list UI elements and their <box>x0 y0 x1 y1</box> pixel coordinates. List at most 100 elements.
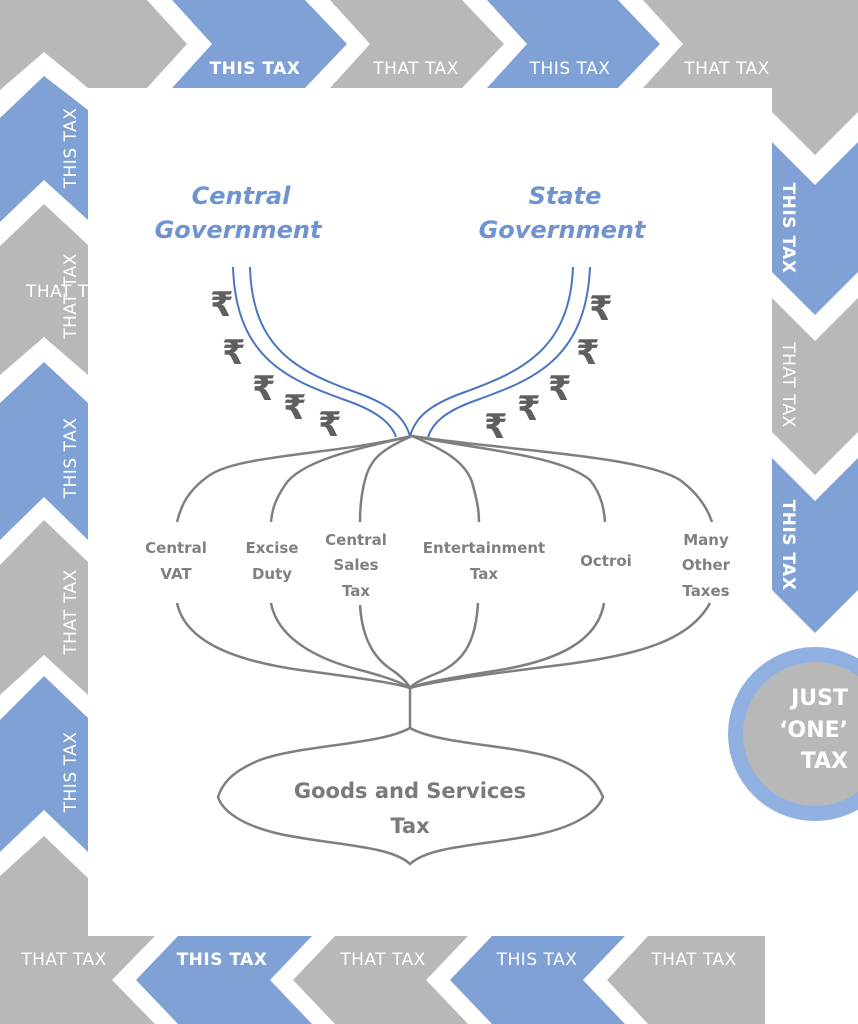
left-label-2: THIS TAX <box>61 418 81 500</box>
badge-line-2: ‘ONE’ <box>779 718 848 743</box>
left-chevron-4 <box>0 676 88 852</box>
bottom-label-1: THIS TAX <box>177 950 268 970</box>
top-label-1: THIS TAX <box>210 59 301 79</box>
tax-label-central-sales-tax: Central Sales Tax <box>325 531 387 600</box>
split-line-central-vat <box>175 434 413 523</box>
left-band: THIS TAX THAT TAX THAT T THIS TAX THAT T… <box>0 76 155 1024</box>
split-line-others <box>411 434 714 523</box>
bottom-chevron-3 <box>450 936 625 1024</box>
central-gov-line-1: Central <box>192 182 291 210</box>
state-gov-line-1: State <box>529 182 602 210</box>
left-label-4: THIS TAX <box>61 732 81 814</box>
rupee-icon: ₹ <box>318 405 342 445</box>
top-chevron-2 <box>330 0 504 88</box>
tax-split-lines <box>175 434 714 523</box>
top-chevron-0 <box>0 0 187 90</box>
bottom-label-4: THAT TAX <box>650 950 737 970</box>
left-chevron-0 <box>0 76 88 222</box>
tax-label-line: Many <box>683 531 729 549</box>
bottom-label-2: THAT TAX <box>339 950 426 970</box>
tax-label-line: Other <box>682 556 731 574</box>
central-rupee-group: ₹ ₹ ₹ ₹ ₹ <box>210 285 342 445</box>
right-chevron-1 <box>772 298 858 475</box>
top-chevron-3 <box>487 0 660 88</box>
top-label-4: THAT TAX <box>683 59 770 79</box>
just-one-tax-badge: JUST ‘ONE’ TAX <box>728 647 858 821</box>
tax-label-octroi: Octroi <box>580 552 632 570</box>
merge-line-entertainment <box>409 602 480 689</box>
tax-label-many-other-taxes: Many Other Taxes <box>682 531 731 600</box>
tax-label-line: Duty <box>252 565 292 583</box>
tax-label-line: VAT <box>160 565 192 583</box>
left-label-1: THAT TAX <box>61 253 81 340</box>
top-band: THIS TAX THAT TAX THIS TAX THAT TAX <box>0 0 858 155</box>
tax-label-line: Excise <box>245 539 298 557</box>
top-label-3: THIS TAX <box>529 59 611 79</box>
rupee-icon: ₹ <box>484 407 508 447</box>
government-flow-lines <box>232 266 591 438</box>
split-line-excise <box>269 434 413 523</box>
state-flow-line-outer <box>427 266 591 438</box>
left-label-0: THIS TAX <box>61 108 81 190</box>
tax-label-line: Octroi <box>580 552 632 570</box>
central-gov-line-2: Government <box>155 216 323 244</box>
right-chevron-0 <box>772 142 858 315</box>
state-flow-line-inner <box>409 266 574 437</box>
top-chevron-1 <box>172 0 347 88</box>
bottom-label-3: THIS TAX <box>496 950 578 970</box>
left-chevron-2 <box>0 362 88 540</box>
rupee-icon: ₹ <box>283 388 307 428</box>
tax-label-line: Tax <box>470 565 498 583</box>
right-chevron-2 <box>772 458 858 633</box>
central-flow-line-outer <box>232 266 397 438</box>
rupee-icon: ₹ <box>517 389 541 429</box>
tax-label-line: Taxes <box>682 582 729 600</box>
tax-label-central-vat: Central VAT <box>145 539 207 583</box>
right-label-2: THIS TAX <box>778 500 798 591</box>
left-overlap-text: THAT T <box>25 282 89 302</box>
left-chevron-3 <box>0 520 88 695</box>
right-band: THIS TAX THAT TAX THIS TAX <box>772 142 858 633</box>
split-line-cst <box>358 434 413 523</box>
bottom-chevron-4 <box>607 936 765 1024</box>
tax-label-line: Sales <box>333 556 378 574</box>
tax-labels: Central VAT Excise Duty Central Sales Ta… <box>145 531 731 600</box>
tax-label-line: Central <box>325 531 387 549</box>
rupee-icon: ₹ <box>210 285 234 325</box>
tax-merge-lines <box>175 602 712 728</box>
split-line-entertainment <box>411 434 481 523</box>
rupee-icon: ₹ <box>252 369 276 409</box>
state-gov-line-2: Government <box>479 216 647 244</box>
rupee-icon: ₹ <box>576 333 600 373</box>
merge-line-excise <box>269 602 411 690</box>
gst-label-line-2: Tax <box>390 814 430 838</box>
bottom-band: THAT TAX THIS TAX THAT TAX THIS TAX THAT… <box>20 936 765 1024</box>
merge-line-cst <box>358 604 412 689</box>
bottom-label-0: THAT TAX <box>20 950 107 970</box>
tax-label-entertainment-tax: Entertainment Tax <box>423 539 545 583</box>
merge-line-central-vat <box>175 602 411 690</box>
badge-core <box>743 662 858 806</box>
gst-label-line-1: Goods and Services <box>294 779 526 803</box>
rupee-icon: ₹ <box>548 369 572 409</box>
state-rupee-group: ₹ ₹ ₹ ₹ ₹ <box>484 289 613 447</box>
merge-line-others <box>409 602 712 690</box>
state-government-title: State Government <box>479 182 647 244</box>
tax-label-line: Tax <box>342 582 370 600</box>
gst-outline <box>216 726 605 866</box>
right-label-1: THAT TAX <box>778 341 798 428</box>
right-label-0: THIS TAX <box>778 183 798 274</box>
bottom-chevron-1 <box>136 936 312 1024</box>
left-label-3: THAT TAX <box>61 569 81 656</box>
top-chevron-4 <box>643 0 858 155</box>
central-flow-line-inner <box>249 266 411 437</box>
left-chevron-1 <box>0 204 88 375</box>
rupee-icon: ₹ <box>222 333 246 373</box>
tax-label-line: Central <box>145 539 207 557</box>
rupee-icon: ₹ <box>589 289 613 329</box>
tax-label-excise-duty: Excise Duty <box>245 539 298 583</box>
badge-line-3: TAX <box>801 749 848 774</box>
tax-label-line: Entertainment <box>423 539 545 557</box>
